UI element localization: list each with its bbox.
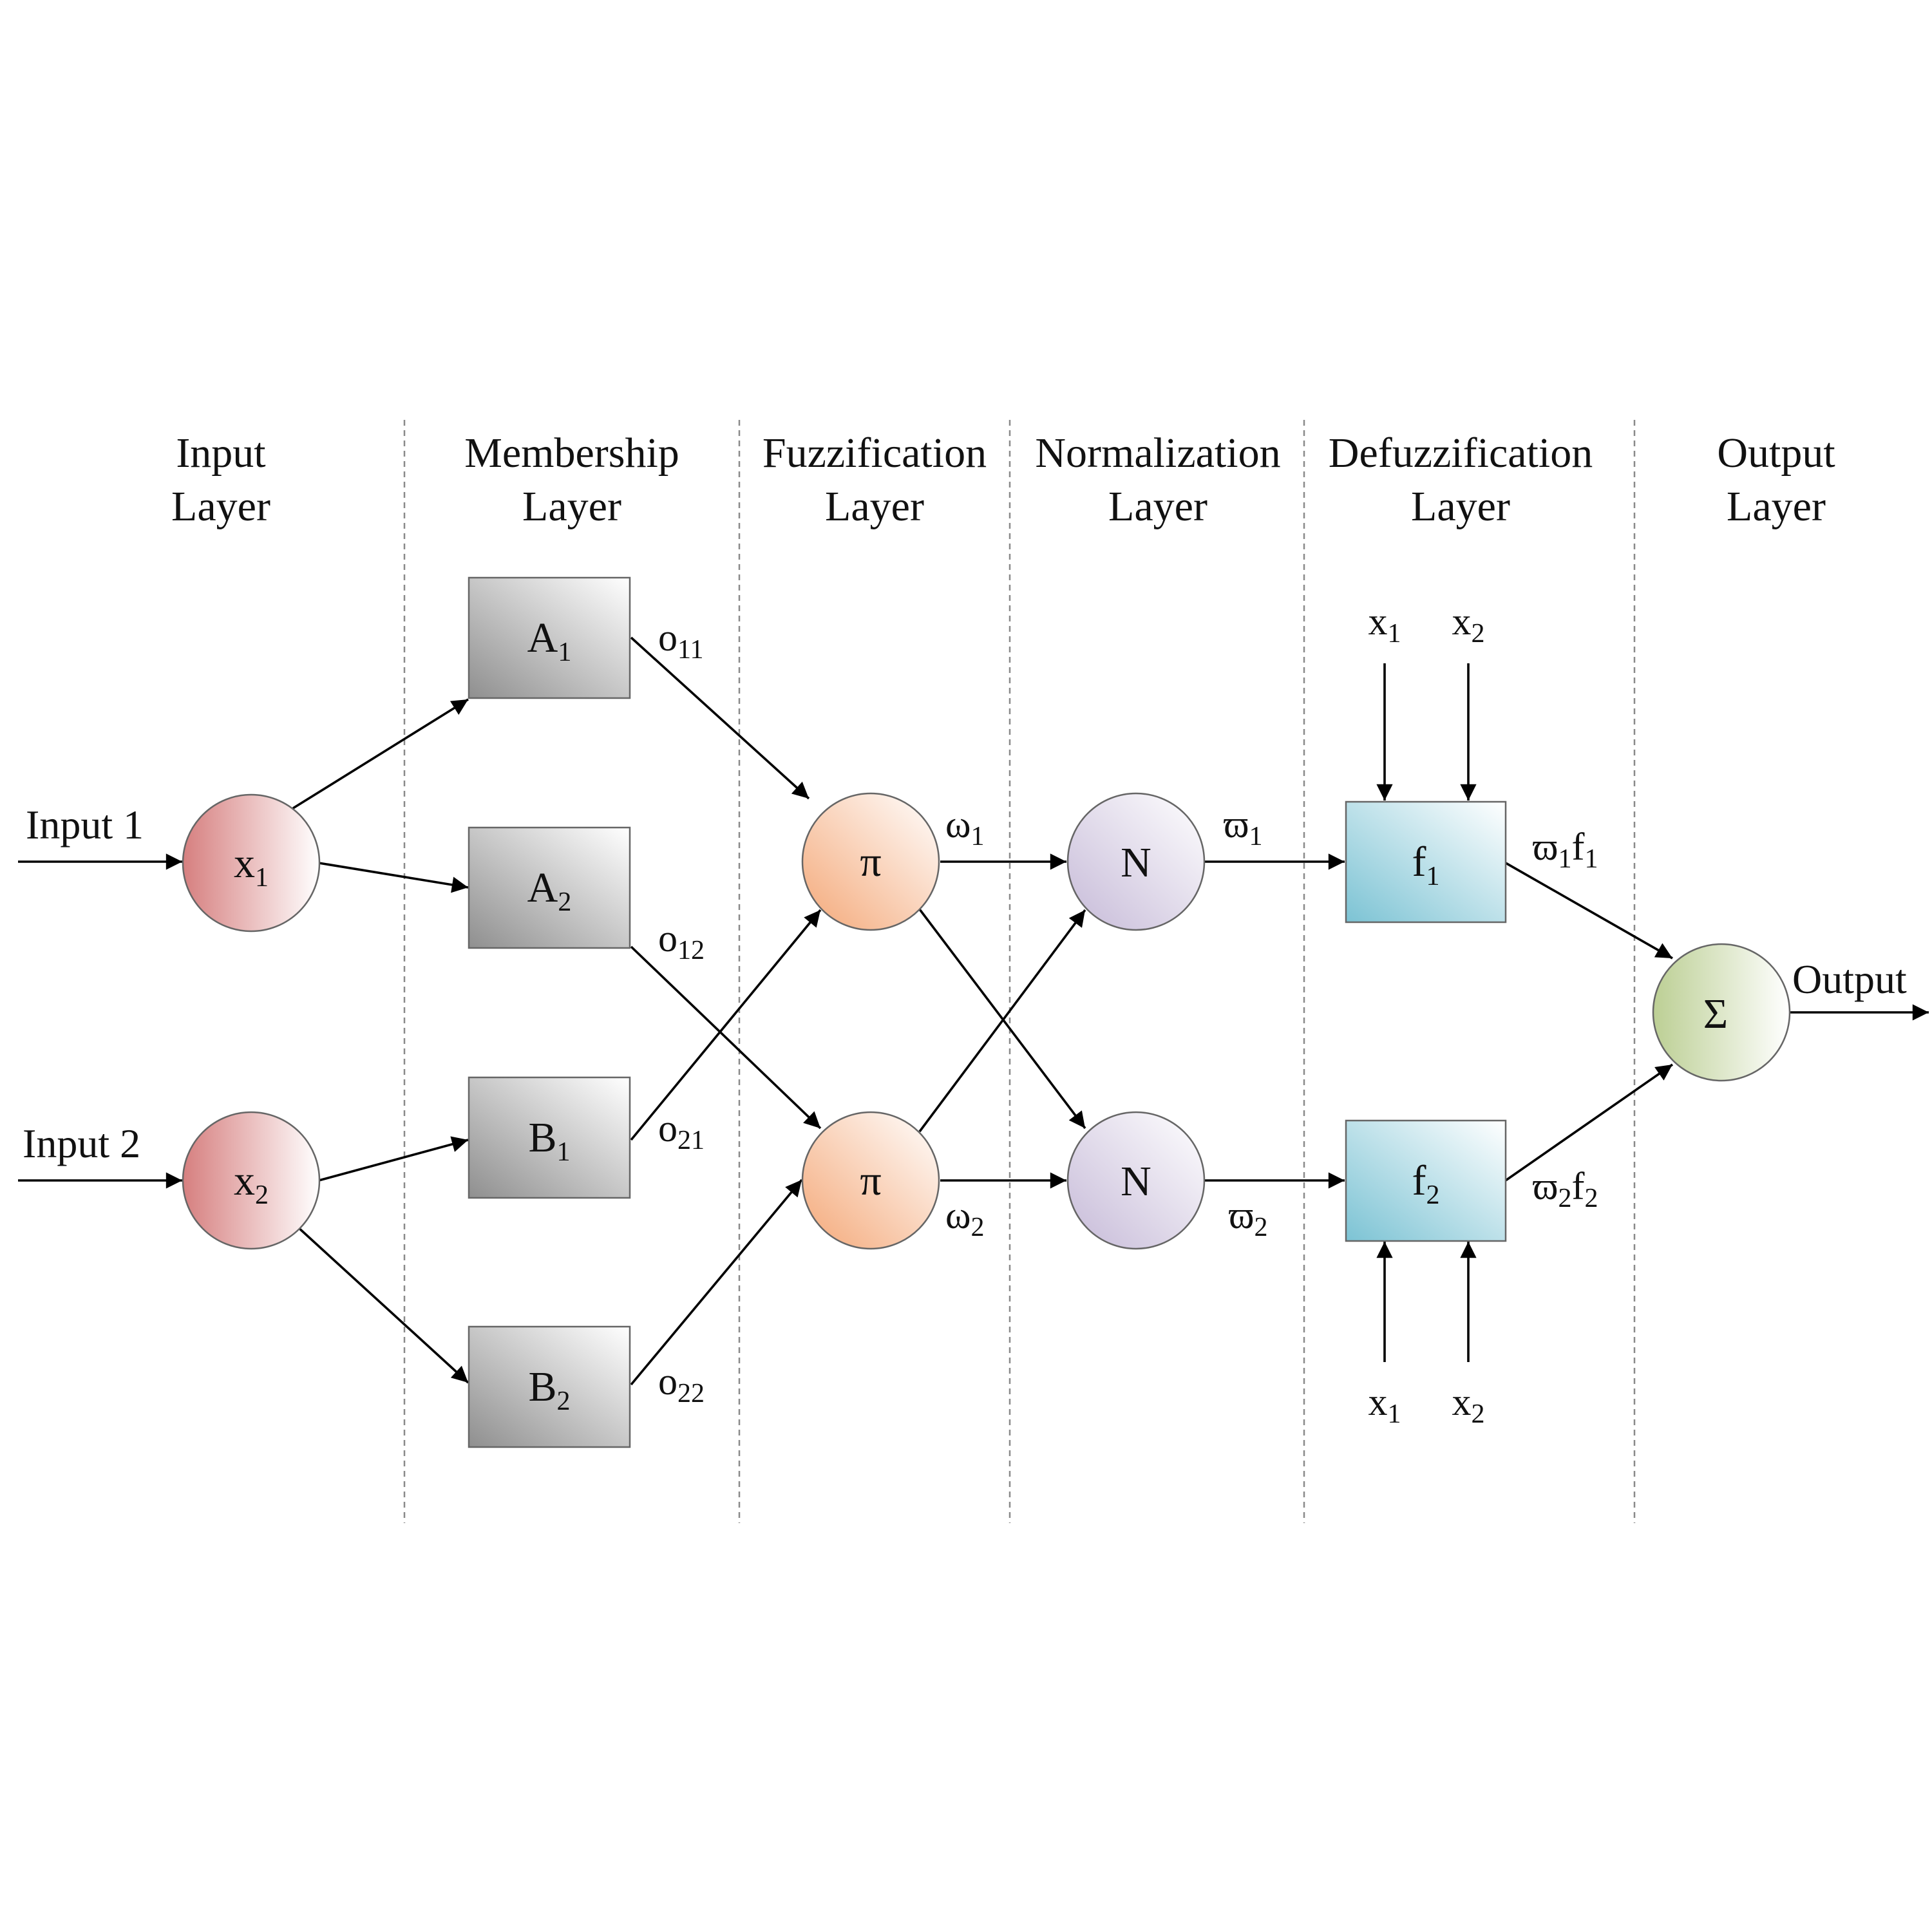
circle-nodes [182, 792, 1791, 1250]
node-label-a2: A2 [527, 864, 572, 917]
edge-f2-sigma [1504, 1063, 1674, 1182]
edge-labels: o11 o12 o21 o22 ω1 ω2 ϖ1 ϖ2 ϖ1f1 ϖ2f2 x1… [658, 600, 1598, 1429]
node-label-b2: B2 [528, 1363, 570, 1416]
node-label-x2: x2 [234, 1157, 269, 1210]
membership-box-b1 [468, 1076, 631, 1199]
edge-x2-b2 [296, 1226, 469, 1384]
edge-pi2-n1 [918, 909, 1086, 1133]
membership-box-a2 [468, 826, 631, 949]
layer-title-fuzzification-1: Fuzzification [762, 430, 987, 477]
node-label-a1: A1 [527, 614, 572, 667]
edge-x1-a2 [318, 862, 469, 893]
defuzz-input-top-x1: x1 [1368, 600, 1401, 649]
defuzz-input-top-x2: x2 [1452, 600, 1485, 649]
node-label-x1: x1 [234, 840, 269, 893]
edge-x2-b1 [318, 1136, 469, 1182]
edge-label-w1: ω1 [945, 803, 985, 851]
layer-title-membership-1: Membership [464, 430, 679, 477]
node-label-n1: N [1121, 839, 1151, 886]
edge-label-o21: o21 [658, 1107, 705, 1155]
node-label-f1: f1 [1412, 838, 1440, 891]
membership-layer [468, 576, 631, 1448]
defuzz-input-bot-x1: x1 [1368, 1381, 1401, 1429]
defuzz-input-bot-x2: x2 [1452, 1381, 1485, 1429]
edge-x1-a1 [292, 698, 469, 810]
edge-label-o11: o11 [658, 616, 703, 665]
node-label-pi1: π [860, 838, 881, 886]
layer-title-input-1: Input [176, 430, 265, 477]
node-label-n2: N [1121, 1158, 1151, 1205]
layer-title-output-2: Layer [1727, 483, 1826, 530]
node-label-pi2: π [860, 1157, 881, 1204]
edge-a2-pi2 [630, 945, 822, 1130]
input-1-label: Input 1 [26, 802, 144, 848]
edge-a1-pi1 [630, 636, 810, 800]
layer-title-input-2: Layer [171, 483, 270, 530]
input-2-label: Input 2 [23, 1121, 140, 1166]
edge-label-wf1: ϖ1f1 [1533, 826, 1598, 874]
edge-label-wbar2: ϖ2 [1229, 1194, 1268, 1242]
io-labels: Input 1 Input 2 Output [23, 802, 1907, 1166]
norm-node-1 [1066, 792, 1206, 931]
defuzz-box-f1 [1345, 800, 1507, 923]
pi-node-1 [801, 792, 940, 931]
edge-label-wf2: ϖ2f2 [1533, 1165, 1598, 1213]
edge-label-wbar1: ϖ1 [1224, 803, 1263, 851]
layer-separators [403, 420, 1636, 1523]
node-labels: x1 x2 A1 A2 B1 B2 π π N N f1 f2 Σ [234, 614, 1728, 1416]
membership-box-a1 [468, 576, 631, 699]
input-node-x1 [182, 793, 321, 933]
defuzzification-layer [1345, 800, 1507, 1242]
input-node-x2 [182, 1111, 321, 1250]
layer-title-normalization-2: Layer [1108, 483, 1208, 530]
layer-title-defuzzification-2: Layer [1411, 483, 1510, 530]
edge-label-o22: o22 [658, 1360, 705, 1408]
defuzz-box-f2 [1345, 1119, 1507, 1242]
node-label-sigma: Σ [1703, 990, 1728, 1037]
layer-titles: Input Layer Membership Layer Fuzzificati… [171, 430, 1835, 530]
node-label-b1: B1 [528, 1114, 570, 1167]
edge-b2-pi2 [630, 1179, 803, 1386]
pi-node-2 [801, 1111, 940, 1250]
edge-b1-pi1 [630, 909, 822, 1141]
layer-title-membership-2: Layer [522, 483, 621, 530]
output-label: Output [1792, 956, 1907, 1002]
edge-label-o12: o12 [658, 917, 705, 965]
layer-title-output-1: Output [1717, 430, 1835, 477]
edge-label-w2: ω2 [945, 1194, 985, 1242]
edge-f1-sigma [1505, 862, 1673, 960]
sum-node [1652, 943, 1791, 1082]
layer-title-fuzzification-2: Layer [825, 483, 924, 530]
layer-title-normalization-1: Normalization [1035, 430, 1280, 477]
layer-title-defuzzification-1: Defuzzification [1329, 430, 1593, 477]
norm-node-2 [1066, 1111, 1206, 1250]
membership-box-b2 [468, 1325, 631, 1448]
node-label-f2: f2 [1412, 1157, 1440, 1210]
edges [18, 636, 1929, 1386]
